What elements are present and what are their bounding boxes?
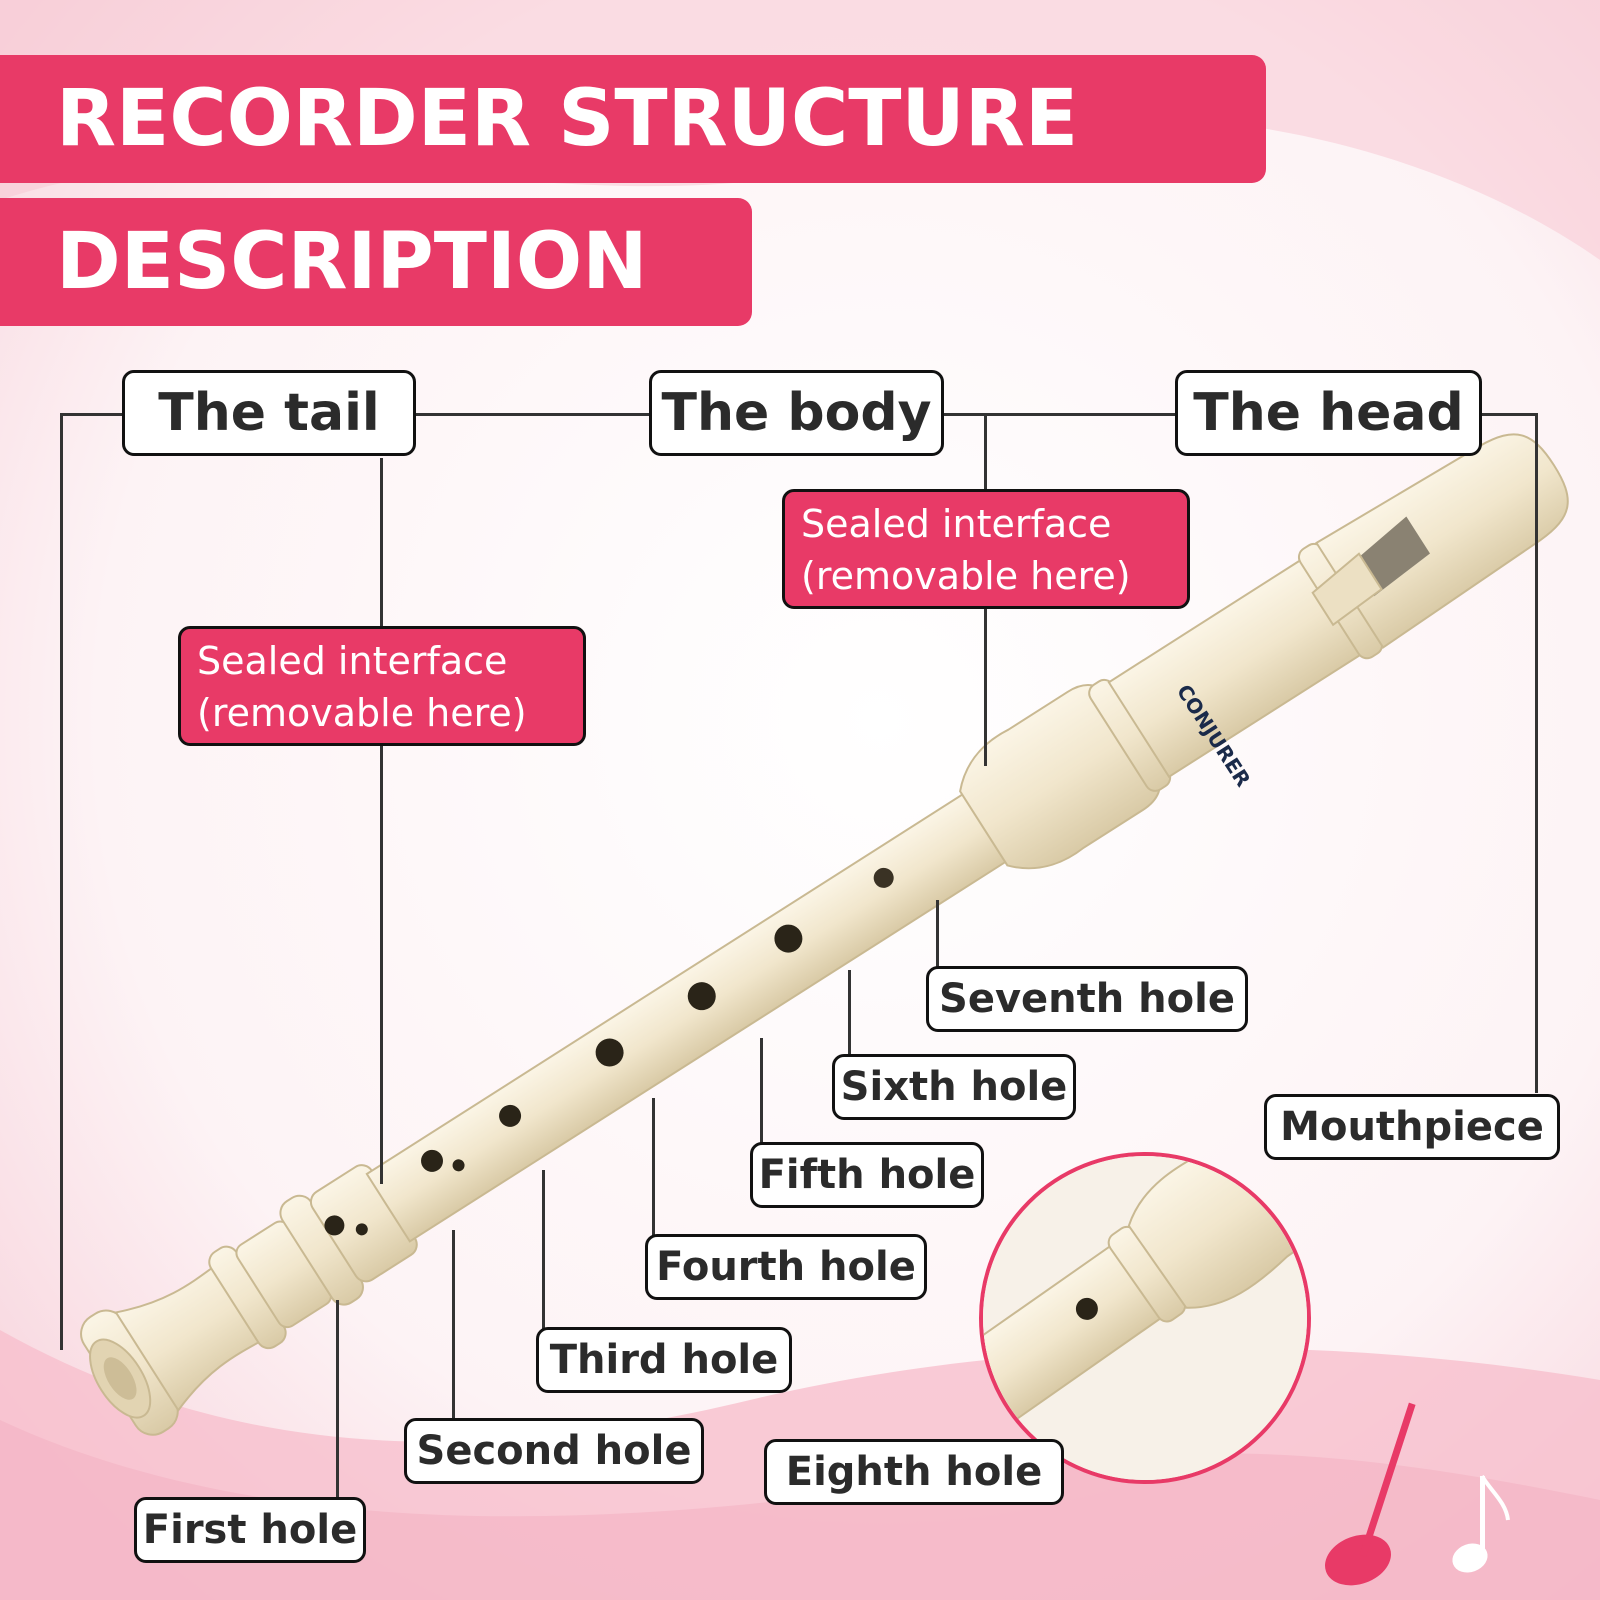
label-fourth-hole: Fourth hole xyxy=(645,1234,927,1300)
connector-fourth-hole xyxy=(652,1098,655,1236)
label-sixth-hole: Sixth hole xyxy=(832,1054,1076,1120)
connector-tail-horizontal xyxy=(60,413,122,416)
connector-first-hole xyxy=(336,1300,339,1500)
connector-right-seal-upper xyxy=(984,413,987,489)
label-seventh-hole: Seventh hole xyxy=(926,966,1248,1032)
label-second-hole: Second hole xyxy=(404,1418,704,1484)
connector-head-horizontal xyxy=(1480,413,1537,416)
connector-fifth-hole xyxy=(760,1038,763,1144)
connector-seventh-hole xyxy=(936,900,939,968)
connector-left-seal-upper xyxy=(380,458,383,626)
sealed-left-line2: (removable here) xyxy=(197,691,527,735)
sealed-right-line2: (removable here) xyxy=(801,554,1131,598)
connector-tail-body xyxy=(413,413,649,416)
label-first-hole: First hole xyxy=(134,1497,366,1563)
title-line-1: RECORDER STRUCTURE xyxy=(0,55,1266,183)
label-eighth-hole: Eighth hole xyxy=(764,1439,1064,1505)
label-body: The body xyxy=(649,370,944,456)
label-third-hole: Third hole xyxy=(536,1327,792,1393)
label-head: The head xyxy=(1175,370,1482,456)
sealed-right-line1: Sealed interface xyxy=(801,502,1112,546)
connector-right-seal-lower xyxy=(984,608,987,766)
connector-second-hole xyxy=(452,1230,455,1420)
sealed-interface-left: Sealed interface (removable here) xyxy=(178,626,586,746)
label-tail: The tail xyxy=(122,370,416,456)
connector-left-seal-lower xyxy=(380,744,383,1184)
connector-tail-vertical xyxy=(60,413,63,1350)
connector-third-hole xyxy=(542,1170,545,1330)
title-line-2: DESCRIPTION xyxy=(0,198,752,326)
sealed-interface-right: Sealed interface (removable here) xyxy=(782,489,1190,609)
label-mouthpiece: Mouthpiece xyxy=(1264,1094,1560,1160)
sealed-left-line1: Sealed interface xyxy=(197,639,508,683)
connector-mouthpiece-vertical xyxy=(1535,413,1538,1093)
connector-body-head xyxy=(942,413,1176,416)
connector-sixth-hole xyxy=(848,970,851,1056)
music-note-icon xyxy=(1325,1402,1510,1586)
label-fifth-hole: Fifth hole xyxy=(750,1142,984,1208)
